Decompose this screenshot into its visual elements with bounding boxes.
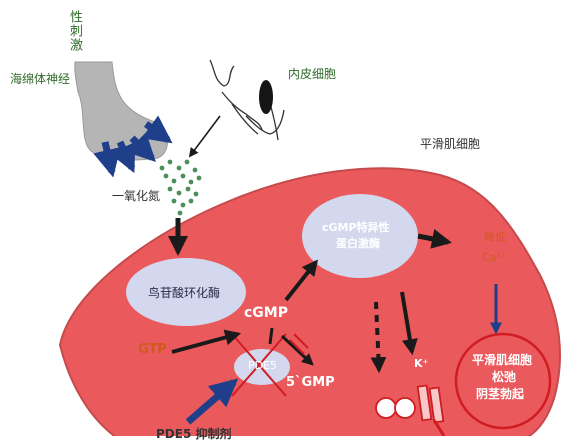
guanylate-cyclase-ellipse xyxy=(126,258,246,326)
label-smooth-muscle-cell: 平滑肌细胞 xyxy=(420,137,481,151)
potassium-efflux-arrow xyxy=(432,419,446,437)
label-bottom-cut: PDE5 抑制剂 xyxy=(156,427,232,441)
arrow-kinase-to-lower-ca xyxy=(417,229,452,249)
label-5gmp: 5`GMP xyxy=(286,375,335,390)
label-endothelial-cell: 内皮细胞 xyxy=(288,67,337,81)
hydrolysis-block-mark xyxy=(289,333,309,355)
endothelial-cell-drawing xyxy=(209,59,285,141)
arrow-endothelial-to-no xyxy=(188,115,221,158)
dashed-arrow-to-ca-channel xyxy=(370,301,387,374)
nitric-oxide-dots xyxy=(159,159,202,216)
endothelial-nucleus xyxy=(259,80,273,114)
label-relax-line2: 松弛 xyxy=(492,370,517,384)
label-gtp: GTP xyxy=(138,342,167,357)
calcium-channel xyxy=(375,397,416,419)
label-sexual-stimulation: 性刺激 xyxy=(67,10,82,52)
potassium-channel xyxy=(416,384,445,424)
label-kinase-line1: cGMP特异性 xyxy=(322,221,390,234)
label-k-ion: K⁺ xyxy=(414,357,429,370)
label-relax-line3: 阴茎勃起 xyxy=(476,387,525,401)
label-ca: Ca²⁺ xyxy=(482,251,507,264)
label-lower: 降低 xyxy=(484,231,506,244)
label-cgmp: cGMP xyxy=(244,305,288,321)
arrow-gtp-to-cgmp xyxy=(171,329,242,354)
arrow-to-5gmp xyxy=(280,334,314,366)
cgmp-kinase-ellipse xyxy=(302,194,418,278)
label-nitric-oxide: 一氧化氮 xyxy=(112,189,161,203)
arrow-inhibitor-to-pde5 xyxy=(185,378,239,425)
nerve-release-arrows xyxy=(93,115,173,178)
arrow-cgmp-to-kinase xyxy=(284,259,318,302)
arrow-cgmp-to-pde5 xyxy=(268,327,274,345)
label-guanylate-cyclase: 鸟苷酸环化酶 xyxy=(148,286,221,300)
label-relax-line1: 平滑肌细胞 xyxy=(472,353,533,367)
arrow-kinase-to-k-channel xyxy=(400,291,418,356)
label-pde5: PDE5 xyxy=(248,359,278,372)
label-cavernous-nerve: 海绵体神经 xyxy=(10,72,71,86)
label-kinase-line2: 蛋白激酶 xyxy=(336,237,380,250)
relaxation-ring xyxy=(454,332,552,430)
